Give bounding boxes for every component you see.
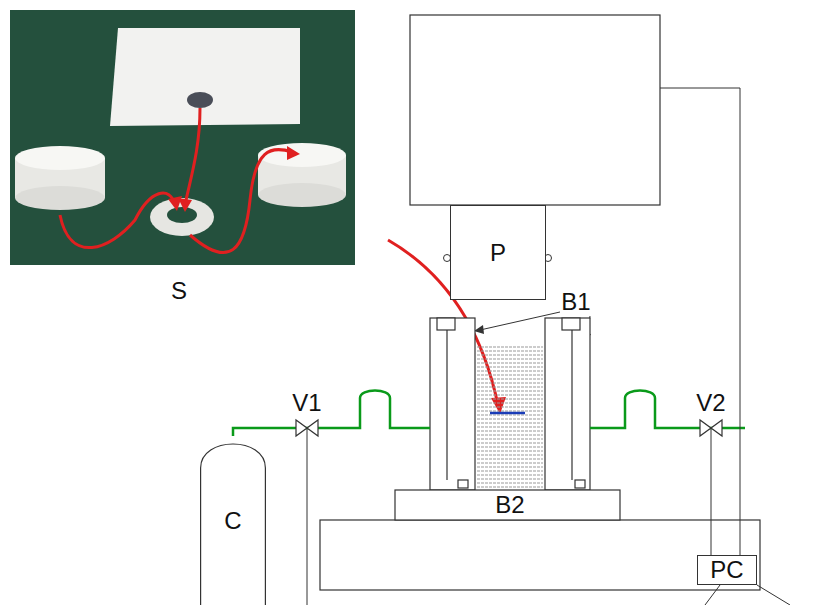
node-label: C	[224, 509, 241, 533]
disc	[187, 92, 213, 108]
computer-box: PC	[697, 555, 757, 585]
part-label: V2	[696, 391, 725, 415]
valve-symbol	[296, 420, 722, 436]
order-arrowheads	[168, 146, 300, 212]
part-label: S	[171, 279, 187, 303]
part-label: V1	[292, 391, 321, 415]
pad-left	[15, 146, 105, 210]
press-base	[320, 520, 760, 590]
punch-box: P	[450, 205, 546, 300]
sheet	[110, 28, 300, 126]
node-label: PC	[710, 558, 743, 582]
order-arrows	[60, 108, 292, 253]
wires	[307, 88, 790, 605]
gas-pipe	[233, 391, 745, 437]
ring	[150, 198, 214, 236]
part-label: B1	[561, 290, 590, 314]
sample-photo	[10, 10, 355, 265]
node-label: P	[490, 241, 506, 265]
part-label: B2	[495, 493, 524, 517]
sample-disc	[490, 412, 525, 415]
gas-cylinder: C	[200, 428, 266, 605]
sample-stack	[477, 347, 543, 487]
pad-right	[258, 143, 346, 207]
die-base	[395, 490, 620, 520]
die-columns	[430, 318, 590, 490]
ring-hole	[167, 207, 197, 223]
press-frame	[410, 15, 660, 205]
